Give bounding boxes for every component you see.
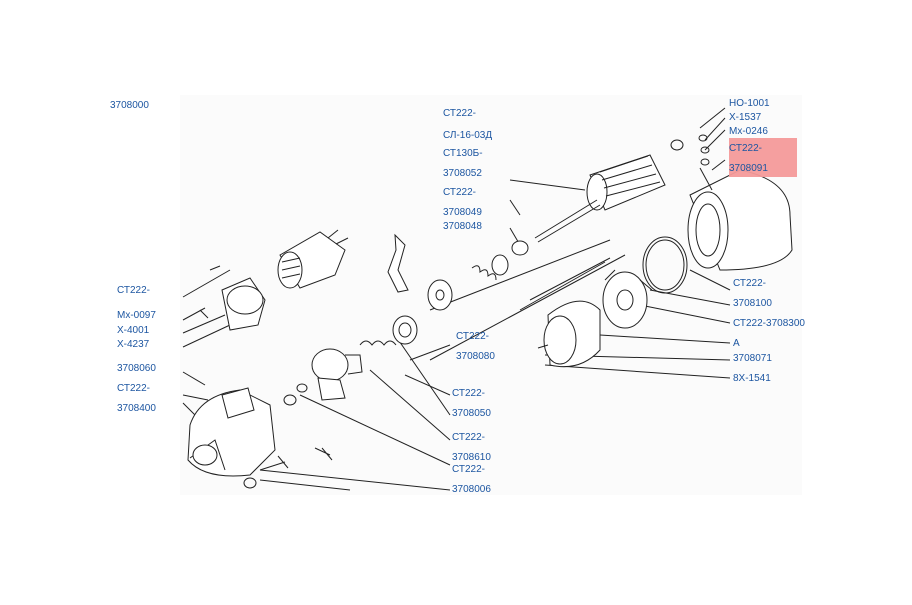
label-8x-1541[interactable]: 8Х-1541 <box>733 373 771 384</box>
label-st222-h[interactable]: СТ222- <box>452 432 486 443</box>
label-st130b[interactable]: СТ130Б- <box>443 148 483 159</box>
label-x-4237[interactable]: Х-4237 <box>117 339 150 350</box>
label-3708050[interactable]: 3708050 <box>452 408 491 419</box>
label-st222-g[interactable]: СТ222- <box>452 388 486 399</box>
label-3708080[interactable]: 3708080 <box>456 351 495 362</box>
label-mx-0097[interactable]: Мх-0097 <box>117 310 156 321</box>
selected-part-highlight <box>729 138 797 177</box>
label-st222-e[interactable]: СТ222- <box>117 383 151 394</box>
label-x-1537[interactable]: Х-1537 <box>729 112 762 123</box>
label-3708049[interactable]: 3708049 <box>443 207 482 218</box>
label-no-1001[interactable]: НО-1001 <box>729 98 770 109</box>
label-3708060[interactable]: 3708060 <box>117 363 156 374</box>
label-3708091[interactable]: 3708091 <box>729 163 768 174</box>
label-st222-f[interactable]: СТ222- <box>456 331 490 342</box>
label-st222-3708300[interactable]: СТ222-3708300 <box>733 318 805 329</box>
label-a[interactable]: А <box>733 338 740 349</box>
label-st222-d[interactable]: СТ222- <box>117 285 151 296</box>
label-st222-c[interactable]: СТ222- <box>729 143 763 154</box>
label-sl-16-03d[interactable]: СЛ-16-03Д <box>443 130 493 141</box>
label-mx-0246[interactable]: Мх-0246 <box>729 126 768 137</box>
label-3708000[interactable]: 3708000 <box>110 100 149 111</box>
label-st222-a[interactable]: СТ222- <box>443 108 477 119</box>
label-3708048[interactable]: 3708048 <box>443 221 482 232</box>
label-3708100[interactable]: 3708100 <box>733 298 772 309</box>
label-3708610[interactable]: 3708610 <box>452 452 491 463</box>
label-3708400[interactable]: 3708400 <box>117 403 156 414</box>
label-3708071[interactable]: 3708071 <box>733 353 772 364</box>
label-st222-j[interactable]: СТ222- <box>733 278 767 289</box>
label-3708052[interactable]: 3708052 <box>443 168 482 179</box>
label-st222-i[interactable]: СТ222- <box>452 464 486 475</box>
label-x-4001[interactable]: Х-4001 <box>117 325 150 336</box>
label-3708006[interactable]: 3708006 <box>452 484 491 495</box>
label-st222-b[interactable]: СТ222- <box>443 187 477 198</box>
